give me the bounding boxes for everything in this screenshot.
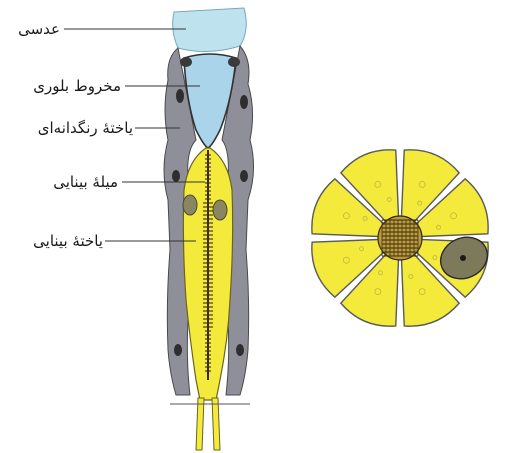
pigment-nucleus	[174, 344, 182, 356]
crystalline-cone-label: مخروط بلوری	[33, 77, 121, 95]
lens	[173, 8, 247, 52]
cross-section	[312, 150, 494, 326]
retinula-nucleus	[213, 200, 227, 220]
pigment-cell-label: یاختهٔ رنگدانه‌ای	[38, 119, 133, 137]
rhabdom-cross-section	[378, 216, 422, 260]
cone-cell-nucleus	[228, 57, 240, 67]
nucleolus	[460, 255, 466, 261]
cone-cell-nucleus	[180, 57, 192, 67]
retinula-nucleus	[183, 195, 197, 215]
axon-bundle	[196, 398, 220, 450]
rhabdom-label: میلهٔ بینایی	[53, 173, 118, 191]
retinula-cell-label: یاختهٔ بینایی	[33, 232, 103, 250]
pigment-nucleus	[172, 170, 180, 182]
pigment-nucleus	[240, 95, 248, 109]
pigment-nucleus	[236, 344, 244, 356]
pigment-nucleus	[176, 89, 184, 103]
pigment-nucleus	[240, 170, 248, 182]
lens-label: عدسی	[18, 20, 60, 38]
